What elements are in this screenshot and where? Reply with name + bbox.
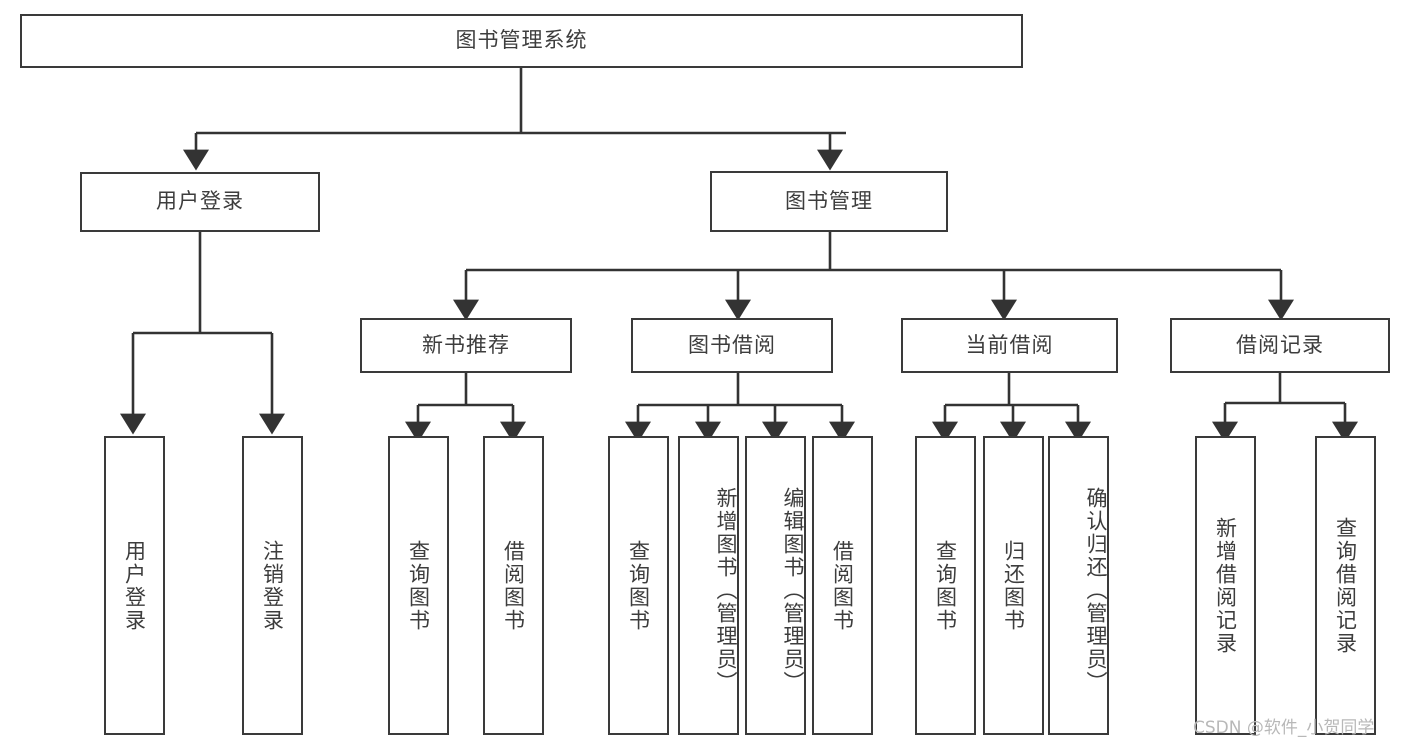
- leaf-query-book-2-label: 查询图书: [626, 539, 651, 632]
- leaf-user-login[interactable]: 用户登录: [104, 436, 165, 735]
- leaf-return-book[interactable]: 归还图书: [983, 436, 1044, 735]
- node-user-login-label: 用户登录: [156, 189, 244, 214]
- leaf-logout-login[interactable]: 注销登录: [242, 436, 303, 735]
- leaf-edit-book[interactable]: 编辑图书（管理员）: [745, 436, 806, 735]
- leaf-add-book[interactable]: 新增图书（管理员）: [678, 436, 739, 735]
- leaf-return-book-label: 归还图书: [1001, 539, 1026, 632]
- node-book-management[interactable]: 图书管理: [710, 171, 948, 232]
- leaf-borrow-book-1[interactable]: 借阅图书: [483, 436, 544, 735]
- watermark-credit: CSDN @软件_小贺同学: [1193, 718, 1375, 738]
- node-new-book-recommend-label: 新书推荐: [422, 332, 510, 357]
- node-borrow-record[interactable]: 借阅记录: [1170, 318, 1390, 373]
- node-new-book-recommend[interactable]: 新书推荐: [360, 318, 572, 373]
- node-root-system[interactable]: 图书管理系统: [20, 14, 1023, 68]
- leaf-query-borrow-record-label: 查询借阅记录: [1333, 516, 1358, 655]
- leaf-logout-login-label: 注销登录: [260, 539, 285, 632]
- node-root-label: 图书管理系统: [455, 28, 588, 53]
- node-current-borrow-label: 当前借阅: [965, 332, 1054, 357]
- leaf-confirm-return[interactable]: 确认归还（管理员）: [1048, 436, 1109, 735]
- leaf-user-login-label: 用户登录: [122, 539, 147, 632]
- leaf-borrow-book-2[interactable]: 借阅图书: [812, 436, 873, 735]
- node-user-login[interactable]: 用户登录: [80, 172, 320, 232]
- leaf-add-book-label: 新增图书（管理员）: [714, 487, 738, 694]
- leaf-edit-book-label: 编辑图书（管理员）: [781, 487, 805, 694]
- node-book-borrow[interactable]: 图书借阅: [631, 318, 833, 373]
- leaf-borrow-book-1-label: 借阅图书: [501, 539, 526, 632]
- node-book-management-label: 图书管理: [785, 188, 873, 213]
- leaf-query-book-2[interactable]: 查询图书: [608, 436, 669, 735]
- leaf-query-book-3[interactable]: 查询图书: [915, 436, 976, 735]
- leaf-confirm-return-label: 确认归还（管理员）: [1084, 487, 1108, 694]
- leaf-add-borrow-record[interactable]: 新增借阅记录: [1195, 436, 1256, 735]
- leaf-query-book-1-label: 查询图书: [406, 539, 431, 632]
- leaf-query-borrow-record[interactable]: 查询借阅记录: [1315, 436, 1376, 735]
- node-book-borrow-label: 图书借阅: [688, 332, 776, 357]
- node-borrow-record-label: 借阅记录: [1236, 332, 1324, 357]
- leaf-query-book-3-label: 查询图书: [933, 539, 958, 632]
- leaf-borrow-book-2-label: 借阅图书: [830, 539, 855, 632]
- leaf-add-borrow-record-label: 新增借阅记录: [1213, 516, 1238, 655]
- leaf-query-book-1[interactable]: 查询图书: [388, 436, 449, 735]
- node-current-borrow[interactable]: 当前借阅: [901, 318, 1118, 373]
